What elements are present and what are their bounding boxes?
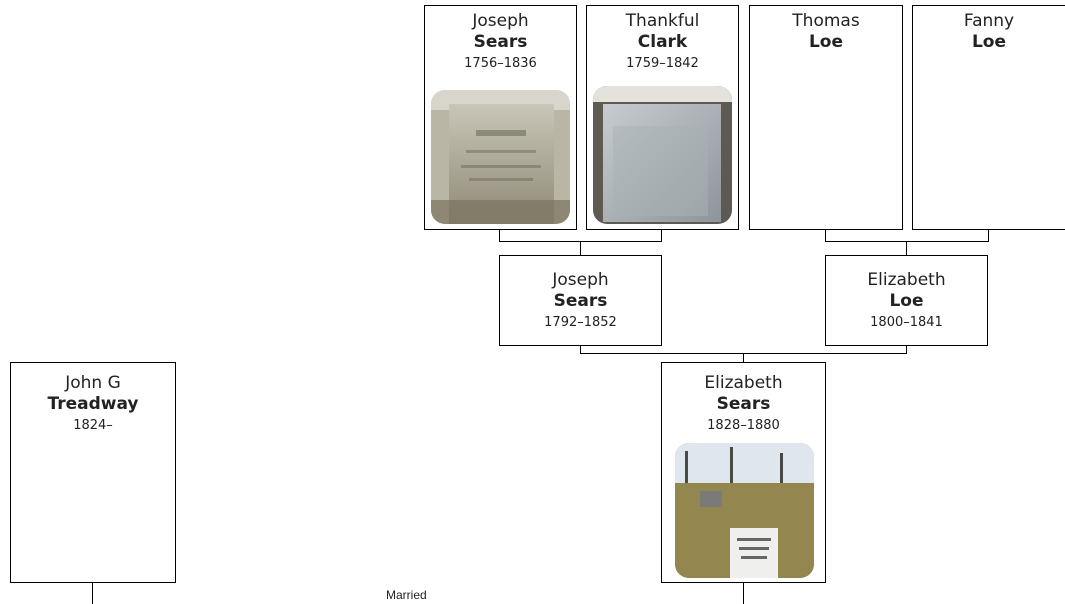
first-name: Elizabeth: [867, 270, 946, 290]
first-name: Elizabeth: [704, 373, 783, 393]
last-name: Sears: [553, 291, 608, 311]
gravestone-photo[interactable]: [431, 90, 570, 224]
person-card-thomas-loe[interactable]: Thomas Loe: [749, 5, 903, 230]
connector-line: [499, 230, 500, 242]
life-years: 1800–1841: [870, 315, 943, 330]
married-label: Married: [386, 588, 427, 602]
person-card-elizabeth-loe[interactable]: Elizabeth Loe 1800–1841: [825, 255, 988, 346]
person-card-fanny-loe[interactable]: Fanny Loe: [912, 5, 1065, 230]
person-card-elizabeth-sears[interactable]: Elizabeth Sears 1828–1880: [661, 362, 826, 583]
person-card-joseph-sears[interactable]: Joseph Sears 1792–1852: [499, 255, 662, 346]
life-years: 1756–1836: [464, 56, 537, 71]
life-years: 1828–1880: [707, 418, 780, 433]
first-name: Thomas: [792, 11, 860, 31]
first-name: Thankful: [625, 11, 700, 31]
connector-line: [906, 241, 907, 255]
connector-line: [92, 583, 93, 604]
connector-line: [580, 346, 581, 354]
last-name: Sears: [716, 394, 771, 414]
connector-line: [825, 241, 989, 242]
last-name: Loe: [971, 32, 1007, 52]
first-name: Joseph: [472, 11, 529, 31]
life-years: 1792–1852: [544, 315, 617, 330]
person-card-joseph-sears-sr[interactable]: Joseph Sears 1756–1836: [424, 5, 577, 230]
gravestone-photo[interactable]: [675, 443, 814, 578]
first-name: Fanny: [963, 11, 1015, 31]
last-name: Loe: [808, 32, 844, 52]
last-name: Loe: [889, 291, 924, 311]
connector-line: [743, 583, 744, 604]
connector-line: [661, 230, 662, 242]
person-card-thankful-clark[interactable]: Thankful Clark 1759–1842: [586, 5, 739, 230]
last-name: Clark: [637, 32, 688, 52]
connector-line: [825, 230, 826, 242]
life-years: 1759–1842: [626, 56, 699, 71]
first-name: Joseph: [552, 270, 609, 290]
connector-line: [743, 353, 744, 362]
person-card-john-treadway[interactable]: John G Treadway 1824–: [10, 362, 176, 583]
last-name: Treadway: [47, 394, 139, 414]
last-name: Sears: [473, 32, 528, 52]
connector-line: [988, 230, 989, 242]
connector-line: [906, 346, 907, 354]
gravestone-photo[interactable]: [593, 86, 732, 224]
life-years: 1824–: [73, 418, 113, 433]
connector-line: [580, 241, 581, 255]
first-name: John G: [65, 373, 121, 393]
